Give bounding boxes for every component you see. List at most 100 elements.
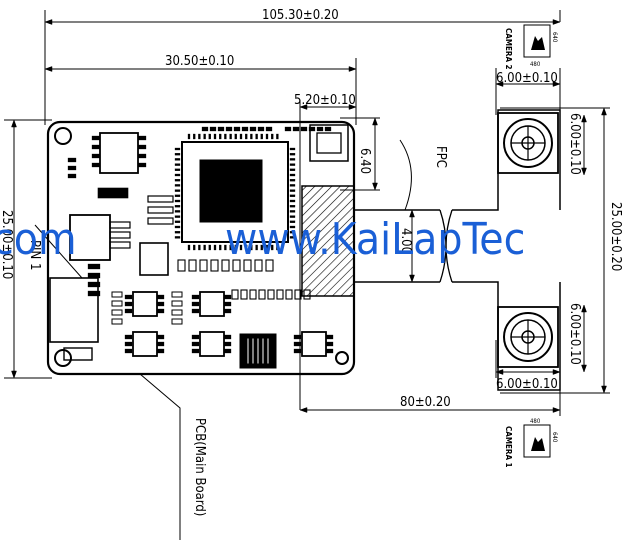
ic-pin-right <box>289 184 296 187</box>
pin1-tab <box>63 347 93 361</box>
ic-pin-right <box>289 153 296 156</box>
connector-width-label: 5.20±0.10 <box>294 93 356 108</box>
ic-pin-bottom <box>276 244 279 251</box>
smd-bottom-row <box>254 259 263 272</box>
regulator-5-pin <box>325 348 334 354</box>
ic-pin-bottom <box>234 244 237 251</box>
overall-width-label: 105.30±0.20 <box>262 8 339 23</box>
camera-2-lens-outer <box>503 118 553 168</box>
smd-bottom-row <box>221 259 230 272</box>
chip-u4 <box>97 187 129 199</box>
ic-pin-bottom <box>229 244 232 251</box>
drawing-geometry <box>4 10 610 540</box>
main-ic-die <box>199 159 263 223</box>
ic-pin-left <box>174 225 181 229</box>
ic-pin-right <box>289 179 296 182</box>
smd-bottom-row <box>210 259 219 272</box>
inductor-stripe <box>266 337 270 365</box>
ic-pin-left <box>174 184 181 187</box>
smd-bottom-row2 <box>231 289 239 300</box>
inductor-stripe <box>251 337 255 365</box>
ic-pin-left <box>174 179 181 182</box>
ic-pin-top <box>265 133 269 140</box>
regulator-2-pin <box>223 301 232 307</box>
regulator-1-pin <box>124 308 133 314</box>
regulator-4-pin <box>223 341 232 347</box>
dim-cam1-width-arrow <box>495 369 504 375</box>
smd-top-row <box>249 126 257 132</box>
ic-pin-right <box>289 225 296 229</box>
regulator-5-pin <box>325 341 334 347</box>
smd-top-row <box>265 126 273 132</box>
regulator-2-pin <box>191 301 200 307</box>
ic-pin-top <box>224 133 227 140</box>
regulator-2 <box>199 291 225 317</box>
dim-total-height-arrow <box>601 385 607 394</box>
regulator-1 <box>132 291 158 317</box>
smd-cap <box>67 157 77 163</box>
fpc-break-2 <box>445 209 453 283</box>
smd-bottom-row <box>243 259 252 272</box>
chip-u1-pin <box>137 162 147 168</box>
ic-pin-bottom <box>239 244 243 251</box>
smd-bottom-row2 <box>249 289 257 300</box>
smd-cap <box>67 173 77 179</box>
ic-pin-left <box>174 147 181 151</box>
smd-top-row <box>217 126 225 132</box>
regulator-4-pin <box>223 348 232 354</box>
ic-pin-bottom <box>271 244 274 251</box>
smd-bottom-row <box>232 259 241 272</box>
dim-camera-offset-arrow <box>299 407 308 413</box>
dim-board-width-arrow <box>44 66 53 72</box>
camera-2-legend: CAMERA 2 480 640 <box>504 24 558 70</box>
fpc-leader <box>399 139 412 211</box>
ic-pin-top <box>203 133 206 140</box>
inductor-stripe <box>256 337 260 365</box>
mount-hole-bl <box>54 349 72 367</box>
smd-res-row <box>147 217 174 225</box>
dim-overall-width-arrow <box>552 19 561 25</box>
chip-u2-pin <box>87 281 101 288</box>
regulator-3-pin <box>156 348 165 354</box>
dim-total-height-arrow <box>601 107 607 116</box>
watermark-left: com <box>0 214 77 265</box>
chip-u1-pin <box>91 144 101 150</box>
regulator-5-pin <box>325 334 334 340</box>
ic-pin-right <box>289 168 296 171</box>
chip-u3 <box>139 242 169 276</box>
smd-bottom-row <box>199 259 208 272</box>
dim-fpc-width-arrow <box>409 274 415 283</box>
regulator-4-pin <box>223 334 232 340</box>
camera-top-height-label: 6.00±0.10 <box>567 113 582 175</box>
smd-res-row <box>147 206 174 214</box>
smd-top-row2 <box>308 126 316 132</box>
smd-top-row2 <box>324 126 332 132</box>
ic-pin-right <box>289 163 296 166</box>
chip-u1 <box>99 132 139 174</box>
regulator-2-pin <box>223 294 232 300</box>
dim-connector-height-arrow <box>372 182 378 191</box>
smd-top-row <box>233 126 241 132</box>
regulator-4 <box>199 331 225 357</box>
chip-u2-pin <box>87 263 101 270</box>
smd-top-row2 <box>316 126 324 132</box>
ic-pin-top <box>219 133 222 140</box>
regulator-1-pin <box>156 294 165 300</box>
smd-bottom-row2 <box>240 289 248 300</box>
regulator-3-pin <box>156 334 165 340</box>
chip-u1-pin <box>91 153 101 159</box>
ic-pin-left <box>174 220 181 223</box>
ic-pin-right <box>289 210 296 213</box>
mount-hole-tl <box>54 127 72 145</box>
dim-cam1-height-arrow <box>581 364 587 373</box>
smd-bottom-row2 <box>285 289 293 300</box>
chip-u1-pin <box>137 144 147 150</box>
smd-left-col <box>111 291 123 298</box>
chip-u1-pin <box>137 135 147 141</box>
regulator-4-pin <box>191 334 200 340</box>
camera-2-icon <box>531 36 545 50</box>
smd-top-row2 <box>284 126 292 132</box>
regulator-5-pin <box>293 341 302 347</box>
pin1-connector <box>49 277 99 343</box>
camera-1-legend: CAMERA 1 480 640 <box>504 418 558 468</box>
